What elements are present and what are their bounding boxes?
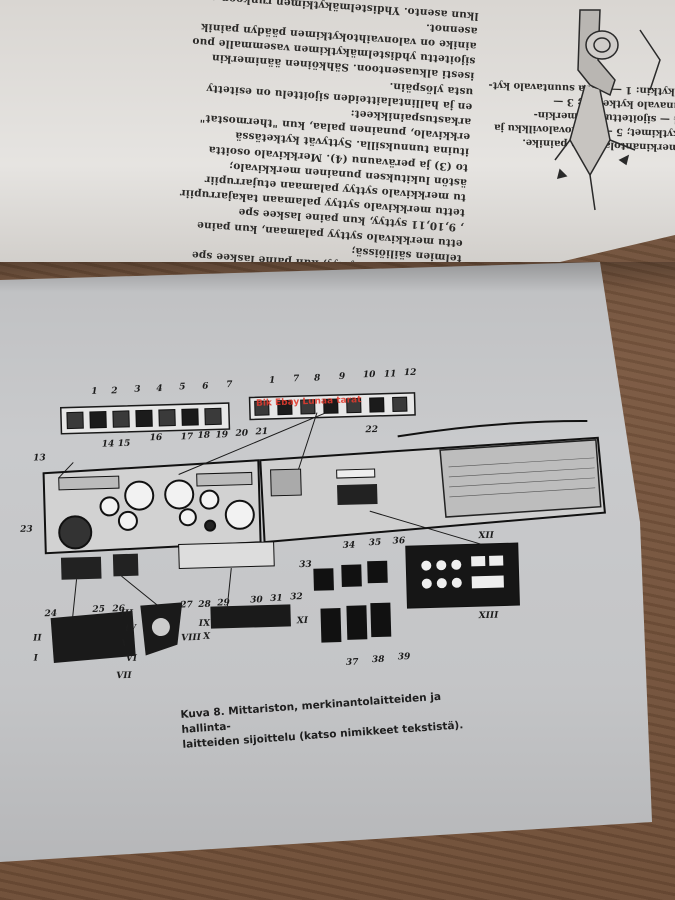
book-spine-shadow — [0, 262, 675, 292]
callout-label: IX — [198, 619, 211, 629]
callout-label: 8 — [314, 373, 321, 383]
callout-label: 12 — [404, 368, 417, 378]
gauges — [58, 479, 255, 550]
rocker-switch — [300, 399, 316, 415]
switch-37 — [320, 608, 342, 643]
callout-label: 21 — [254, 427, 268, 437]
callout-label: VI — [126, 654, 138, 664]
rocker-switch — [89, 410, 107, 429]
detail-panel-symbols — [421, 555, 504, 589]
rocker-switch — [158, 409, 176, 427]
right-switch-group — [254, 396, 408, 416]
callout-label: 6 — [202, 382, 209, 392]
lower-switch-block — [178, 541, 275, 570]
steering-switch-illustration — [554, 9, 661, 211]
callout-label: 16 — [150, 433, 164, 443]
warning-lamp-row-right — [196, 471, 253, 487]
callout-label: 7 — [226, 380, 233, 390]
callout-label: 33 — [299, 560, 312, 570]
callout-label: 34 — [343, 541, 356, 551]
windshield-edge — [397, 420, 588, 438]
callout-label: 24 — [43, 609, 57, 619]
callout-label: 28 — [197, 600, 212, 610]
callout-label: V — [121, 639, 129, 649]
switch-38 — [346, 605, 368, 640]
callout-label: 11 — [384, 369, 397, 379]
item-24 — [60, 556, 102, 580]
item-26 — [112, 553, 139, 577]
callout-label: 23 — [19, 525, 33, 535]
callout-label: 19 — [215, 430, 229, 440]
rocker-switch — [369, 397, 385, 413]
callout-label: IV — [124, 624, 137, 634]
callout-label: II — [32, 633, 42, 643]
warning-lamp-row-left — [58, 475, 120, 491]
callout-label: 30 — [250, 595, 264, 605]
callout-label: 32 — [290, 592, 303, 602]
rocker-switch — [277, 399, 293, 416]
callout-label: 39 — [398, 652, 412, 662]
callout-label: 5 — [179, 382, 186, 392]
rocker-switch — [66, 411, 84, 430]
callout-label: X — [202, 632, 211, 642]
ashtray — [336, 468, 376, 479]
callout-label: 10 — [363, 370, 377, 380]
callout-label: 29 — [216, 598, 231, 608]
callout-label: 20 — [234, 429, 249, 439]
callout-label: XIII — [478, 611, 500, 622]
figure-page — [0, 262, 652, 862]
callout-label: 35 — [369, 538, 382, 548]
switch-34 — [313, 568, 334, 591]
detail-panel-I-VII — [50, 610, 136, 664]
callout-label: 15 — [118, 439, 131, 449]
center-switch-block — [270, 468, 302, 497]
switch-39 — [370, 602, 392, 638]
rocker-switch — [204, 407, 222, 426]
callout-label: 26 — [111, 604, 126, 614]
callout-label: 4 — [156, 384, 163, 394]
left-switch-group — [66, 407, 222, 430]
rocker-switch — [346, 397, 362, 414]
rocker-switch — [181, 408, 199, 426]
rocker-switch — [323, 398, 339, 414]
callout-label: 31 — [270, 594, 283, 604]
tachograph-slot — [337, 483, 378, 506]
callout-label: 22 — [364, 425, 378, 435]
callout-label: I — [33, 653, 39, 663]
rocker-switch — [112, 410, 130, 428]
detail-panel-IX-XI — [210, 604, 291, 629]
rocker-switch — [254, 400, 270, 416]
callout-label: 3 — [134, 385, 141, 395]
callout-label: 17 — [180, 432, 194, 442]
callout-label: 7 — [293, 374, 300, 384]
callout-label: XII — [477, 531, 494, 541]
callout-label: III — [119, 609, 134, 619]
rocker-switch — [135, 409, 153, 428]
callout-label: 36 — [392, 536, 406, 546]
callout-label: 27 — [179, 600, 194, 610]
callout-label: 38 — [372, 655, 386, 665]
callout-label: 1 — [269, 376, 276, 386]
callout-label: 14 — [102, 439, 115, 449]
callout-label: 37 — [346, 658, 360, 668]
callout-label: 2 — [110, 386, 118, 396]
previous-page: ettu merkkivalo syttyy, kun paine laskee… — [0, 0, 675, 262]
rocker-switch — [392, 396, 408, 412]
callout-label: VIII — [181, 633, 202, 644]
callout-label: VII — [116, 671, 132, 681]
callout-label: 18 — [197, 431, 211, 441]
callout-label: 9 — [339, 372, 346, 382]
glovebox — [439, 439, 602, 518]
callout-label: 25 — [91, 605, 105, 615]
switch-36 — [367, 560, 388, 584]
switch-35 — [341, 564, 362, 587]
callout-label: XI — [296, 616, 309, 626]
callout-label: 1 — [91, 387, 98, 397]
callout-label: 13 — [33, 453, 46, 463]
